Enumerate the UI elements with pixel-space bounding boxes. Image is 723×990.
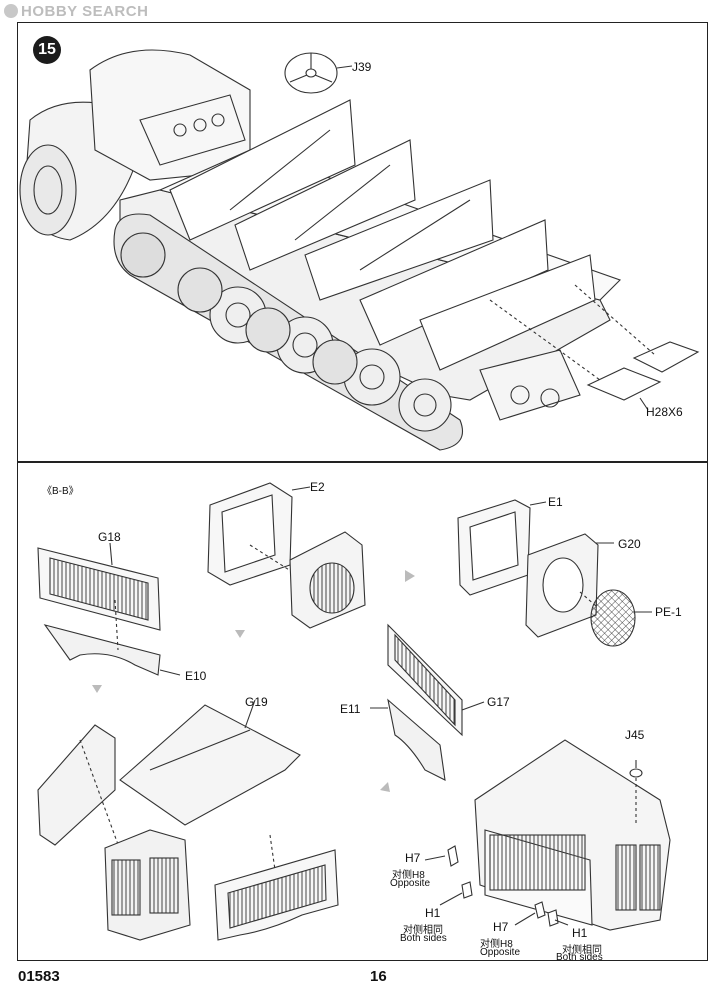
part-label-h7-left: H7 (405, 851, 421, 865)
note-h7-left-cn: 对侧H8 (392, 870, 425, 881)
part-label-j39: J39 (352, 60, 372, 74)
part-label-j45: J45 (625, 728, 645, 742)
part-label-g18: G18 (98, 530, 121, 544)
note-h7-right-cn: 对侧H8 (480, 939, 513, 950)
step-number-badge: 15 (33, 36, 61, 64)
sub-assembly-panel (17, 462, 708, 961)
note-h1-right-cn: 对侧相同 (562, 945, 602, 956)
part-label-h7-right: H7 (493, 920, 509, 934)
note-h1-right-en: Both sides (556, 952, 603, 963)
part-label-g20: G20 (618, 537, 641, 551)
step-15-panel (17, 22, 708, 462)
note-h1-left-cn: 对侧相同 (403, 925, 443, 936)
page-number: 16 (370, 968, 387, 985)
section-tag: 《B-B》 (42, 486, 79, 497)
part-label-g19: G19 (245, 695, 268, 709)
part-label-e10: E10 (185, 669, 207, 683)
note-h7-right-en: Opposite (480, 947, 521, 958)
part-label-e1: E1 (548, 495, 563, 509)
part-label-h1-left: H1 (425, 906, 441, 920)
note-h1-left-en: Both sides (400, 933, 447, 944)
part-label-h28x6: H28X6 (646, 405, 683, 419)
watermark: HOBBY SEARCH (4, 3, 148, 20)
watermark-text: HOBBY SEARCH (21, 3, 149, 20)
note-h7-left-en: Opposite (390, 878, 431, 889)
watermark-logo-icon (4, 4, 18, 18)
product-code: 01583 (18, 968, 60, 985)
part-label-g17: G17 (487, 695, 510, 709)
part-label-h1-right: H1 (572, 926, 588, 940)
part-label-pe-1: PE-1 (655, 605, 682, 619)
part-label-e11: E11 (340, 702, 361, 716)
part-label-e2: E2 (310, 480, 325, 494)
